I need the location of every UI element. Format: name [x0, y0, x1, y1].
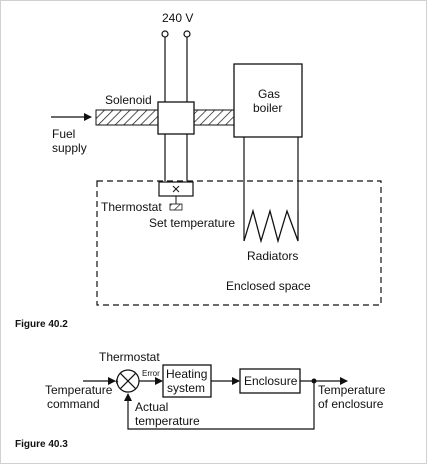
actual-temperature-line1: Actual — [135, 400, 168, 414]
fuel-label-line1: Fuel — [52, 127, 75, 141]
thermostat-block-label: Thermostat — [99, 350, 160, 364]
solenoid-box — [157, 101, 195, 135]
temperature-command-line1: Temperature — [45, 383, 113, 397]
fuel-label-line2: supply — [52, 141, 87, 155]
enclosure-label: Enclosure — [244, 374, 298, 388]
fuel-pipe-left — [95, 109, 159, 126]
fuel-pipe-right — [193, 109, 235, 126]
power-terminals — [161, 30, 191, 181]
terminal-right — [183, 30, 191, 38]
actual-temperature-line2: temperature — [135, 414, 200, 428]
radiators-label: Radiators — [247, 249, 298, 263]
thermostat-sensor — [169, 203, 183, 211]
minus-sign: − — [125, 388, 130, 397]
radiators-coil — [243, 208, 299, 244]
temperature-command-line2: command — [47, 397, 100, 411]
radiator-pipes — [243, 137, 299, 241]
boiler-label-line2: boiler — [253, 101, 282, 115]
heating-system-line1: Heating — [166, 367, 207, 381]
temperature-output-line2: of enclosure — [318, 397, 384, 411]
feedback-path — [124, 381, 315, 430]
heating-system-line2: system — [167, 381, 205, 395]
temperature-output-line1: Temperature — [318, 383, 386, 397]
figure-40-2-caption: Figure 40.2 — [15, 319, 68, 330]
thermostat-label: Thermostat — [101, 200, 162, 214]
voltage-label: 240 V — [162, 11, 193, 25]
plus-sign: + — [114, 377, 119, 386]
solenoid-label: Solenoid — [105, 93, 152, 107]
gas-boiler-box — [233, 63, 303, 138]
summing-junction — [116, 369, 140, 393]
thermostat-contact — [172, 185, 180, 204]
enclosed-space-label: Enclosed space — [226, 279, 311, 293]
enclosed-space-boundary — [96, 180, 382, 306]
figure-40-2: 240 V Solenoid Fuel supply Gas boiler — [15, 11, 382, 330]
set-temperature-label: Set temperature — [149, 216, 235, 230]
error-label: Error — [142, 369, 160, 378]
figure-40-3-caption: Figure 40.3 — [15, 439, 68, 450]
figure-40-3: Thermostat + − Temperature command Error… — [15, 350, 386, 450]
terminal-left — [161, 30, 169, 38]
boiler-label-line1: Gas — [258, 87, 280, 101]
